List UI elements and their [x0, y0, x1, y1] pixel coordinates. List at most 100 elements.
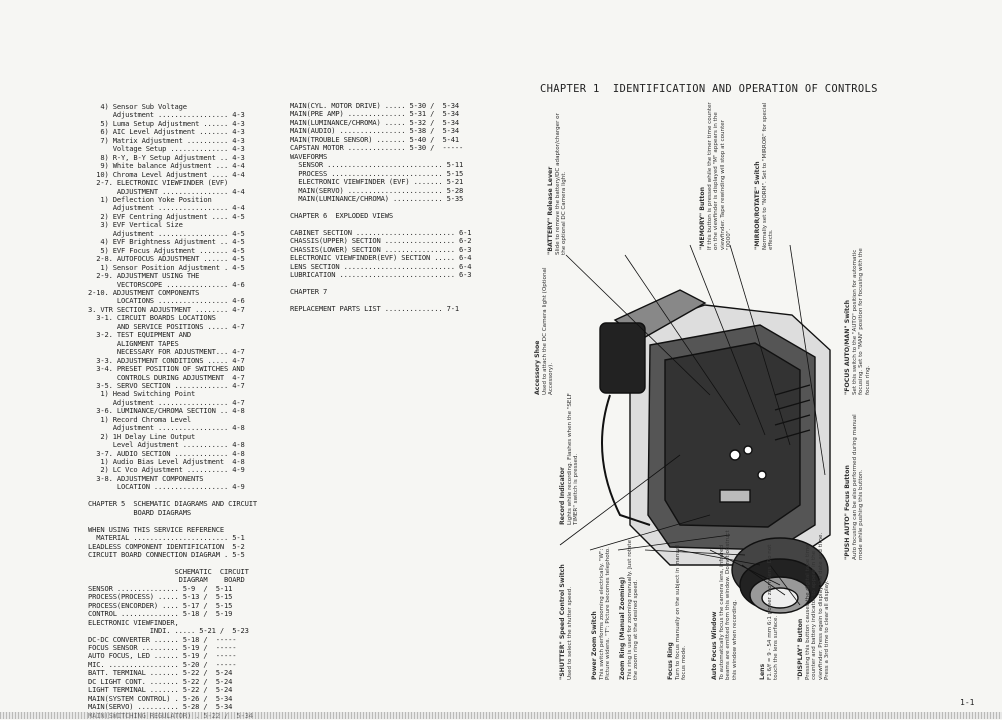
toc-line: 2) EVF Centring Adjustment .... 4-5: [88, 211, 245, 221]
toc-line: 1) Sensor Position Adjustment . 4-5: [88, 262, 245, 272]
toc-line: MAIN(SERVO) ....................... 5-28: [290, 185, 464, 195]
toc-line: MAIN(PRE AMP) .............. 5-31 / 5-34: [290, 109, 459, 119]
toc-line: DC LIGHT CONT. ....... 5-22 / 5-24: [88, 676, 233, 686]
toc-line: 2-8. AUTOFOCUS ADJUSTMENT ...... 4-5: [88, 254, 245, 264]
toc-line: MAIN(SYSTEM CONTROL) . 5-26 / 5-34: [88, 693, 233, 703]
toc-line: 5) EVF Focus Adjustment ....... 4-5: [88, 245, 245, 255]
callout-lens: Lens F1.6/f = 9 - 54 mm 6:1 power zoom l…: [759, 544, 780, 680]
toc-line: 3-4. PRESET POSITION OF SWITCHES AND: [88, 364, 245, 374]
toc-line: MAIN(AUDIO) ................ 5-38 / 5-34: [290, 126, 459, 136]
toc-line: PROCESS(PROCESS) ..... 5-13 / 5-15: [88, 592, 233, 602]
toc-line: AND SERVICE POSITIONS ..... 4-7: [88, 321, 245, 331]
toc-left-column: 4) Sensor Sub Voltage Adjustment .......…: [88, 102, 257, 720]
toc-line: Adjustment ................. 4-7: [88, 397, 245, 407]
toc-line: MAIN(SERVO) .......... 5-28 / 5-34: [88, 702, 233, 712]
toc-line: LEADLESS COMPONENT IDENTIFICATION 5-2: [88, 541, 245, 551]
toc-line: ELECTRONIC VIEWFINDER,: [88, 617, 179, 627]
toc-line: 6) AIC Level Adjustment ....... 4-3: [88, 127, 245, 137]
toc-line: 1) Head Switching Point: [88, 389, 196, 399]
toc-line: CHAPTER 5 SCHEMATIC DIAGRAMS AND CIRCUIT: [88, 499, 257, 509]
toc-line: Voltage Setup .............. 4-3: [88, 144, 245, 154]
toc-line: CIRCUIT BOARD CONNECTION DIAGRAM . 5-5: [88, 550, 245, 560]
toc-line: LOCATIONS ................. 4-6: [88, 296, 245, 306]
toc-line: 2) 1H Delay Line Output: [88, 431, 196, 441]
callout-display-button: "DISPLAY" Button Pressing this button ca…: [797, 532, 831, 680]
toc-line: 2-9. ADJUSTMENT USING THE: [88, 271, 200, 281]
toc-right-column: MAIN(CYL. MOTOR DRIVE) ..... 5-30 / 5-34…: [290, 101, 472, 313]
toc-line: Level Adjustment ........... 4-8: [88, 440, 245, 450]
toc-line: ADJUSTMENT ................ 4-4: [88, 186, 245, 196]
toc-line: WAVEFORMS: [290, 151, 328, 161]
toc-line: MAIN(TROUBLE SENSOR) ....... 5-40 / 5-41: [290, 134, 459, 144]
toc-line: LIGHT TERMINAL ....... 5-22 / 5-24: [88, 685, 233, 695]
toc-line: Adjustment ................. 4-5: [88, 228, 245, 238]
callout-power-zoom: Power Zoom Switch This switch performs z…: [591, 547, 612, 680]
callout-focus-auto-man: "FOCUS AUTO/MAN" Switch Set this switch …: [844, 248, 871, 395]
toc-line: FOCUS SENSOR ......... 5-19 / -----: [88, 643, 237, 652]
toc-line: PROCESS(ENCORDER) .... 5-17 / 5-15: [88, 600, 233, 610]
toc-line: SCHEMATIC CIRCUIT: [88, 566, 249, 576]
toc-line: DC-DC CONVERTER ...... 5-18 / -----: [88, 634, 237, 644]
toc-line: SENSOR ............... 5-9 / 5-11: [88, 583, 233, 593]
toc-line: Adjustment ................. 4-8: [88, 423, 245, 433]
toc-line: 3-5. SERVO SECTION ............. 4-7: [88, 380, 245, 390]
toc-line: WHEN USING THIS SERVICE REFERENCE: [88, 524, 224, 534]
callout-accessory-shoe: Accessory Shoe Used to attach the DC Cam…: [534, 267, 555, 395]
toc-line: CAPSTAN MOTOR .............. 5-30 / ----…: [290, 143, 464, 153]
toc-line: ALIGNMENT TAPES: [88, 338, 179, 348]
toc-line: MATERIAL ....................... 5-1: [88, 533, 245, 543]
toc-line: 2-10. ADJUSTMENT COMPONENTS: [88, 287, 200, 297]
toc-line: ELECTRONIC VIEWFINDER (EVF) ....... 5-21: [290, 177, 464, 187]
toc-line: AUTO FOCUS, LED ...... 5-19 / -----: [88, 651, 237, 661]
toc-line: CHASSIS(UPPER) SECTION .................…: [290, 236, 472, 246]
toc-line: BATT. TERMINAL ....... 5-22 / 5-24: [88, 668, 233, 678]
toc-line: CHAPTER 6 EXPLODED VIEWS: [290, 210, 394, 220]
toc-line: SENSOR ............................ 5-11: [290, 160, 464, 170]
camcorder-illustration: [559, 244, 831, 614]
toc-line: VECTORSCOPE ............... 4-6: [88, 279, 245, 289]
callout-record-indicator: Record Indicator Lights while recording.…: [559, 393, 580, 525]
toc-line: 1) Deflection Yoke Position: [88, 194, 212, 204]
toc-line: 3-1. CIRCUIT BOARDS LOCATIONS: [88, 313, 216, 323]
toc-line: 3) EVF Vertical Size: [88, 220, 183, 230]
toc-line: LENS SECTION ...........................…: [290, 261, 472, 271]
callout-battery-release: "BATTERY" Release Lever Slide to remove …: [547, 113, 568, 255]
toc-line: 3-2. TEST EQUIPMENT AND: [88, 330, 192, 340]
callout-shutter-speed: "SHUTTER" Speed Control Switch Used to s…: [559, 564, 573, 680]
page-number: 1-1: [960, 698, 975, 707]
toc-line: MAIN(LUMINANCE/CHROMA) ............ 5-35: [290, 193, 464, 203]
toc-line: 5) Luma Setup Adjustment ...... 4-3: [88, 118, 245, 128]
toc-line: CHAPTER 7: [290, 286, 328, 296]
toc-line: CONTROLS DURING ADJUSTMENT 4-7: [88, 372, 245, 382]
toc-line: Adjustment ................. 4-4: [88, 203, 245, 213]
toc-line: 1) Audio Bias Level Adjustment 4-8: [88, 457, 245, 467]
callout-focus-ring: Focus Ring Turn to focus manually on the…: [667, 545, 688, 680]
toc-line: MAIN(CYL. MOTOR DRIVE) ..... 5-30 / 5-34: [290, 101, 459, 110]
toc-line: 3-3. ADJUSTMENT CONDITIONS ..... 4-7: [88, 355, 245, 365]
toc-line: 4) EVF Brightness Adjustment .. 4-5: [88, 237, 245, 247]
toc-line: BOARD DIAGRAMS: [88, 507, 192, 517]
toc-line: 1) Record Chroma Level: [88, 414, 192, 424]
toc-line: CONTROL .............. 5-18 / 5-19: [88, 609, 233, 619]
toc-line: LOCATION .................. 4-9: [88, 482, 245, 492]
toc-line: CABINET SECTION ........................…: [290, 227, 472, 237]
toc-line: 9) White balance Adjustment ... 4-4: [88, 161, 245, 171]
toc-line: 3-8. ADJUSTMENT COMPONENTS: [88, 473, 204, 483]
callout-zoom-ring: Zoom Ring (Manual Zooming) This ring is …: [619, 539, 640, 680]
toc-line: 8) R-Y, B-Y Setup Adjustment .. 4-3: [88, 152, 245, 162]
chapter-title: CHAPTER 1 IDENTIFICATION AND OPERATION O…: [540, 83, 878, 95]
toc-line: DIAGRAM BOARD: [88, 575, 245, 585]
toc-line: Adjustment ................. 4-3: [88, 110, 245, 120]
callout-push-auto: "PUSH AUTO" Focus Button Auto focusing c…: [844, 414, 865, 560]
toc-line: 3-6. LUMINANCE/CHROMA SECTION .. 4-8: [88, 406, 245, 416]
toc-line: NECESSARY FOR ADJUSTMENT... 4-7: [88, 347, 245, 357]
toc-line: 4) Sensor Sub Voltage: [88, 102, 187, 111]
toc-line: MAIN(LUMINANCE/CHROMA) ..... 5-32 / 5-34: [290, 117, 459, 127]
toc-line: REPLACEMENT PARTS LIST .............. 7-…: [290, 303, 459, 313]
scan-edge: [0, 712, 1002, 719]
toc-line: 2) LC Vco Adjustment .......... 4-9: [88, 465, 245, 475]
callout-mirror-rotate: "MIRROR/ROTATE" Switch Normally set to "…: [754, 102, 775, 250]
toc-line: 3. VTR SECTION ADJUSTMENT ........ 4-7: [88, 304, 245, 314]
toc-line: 10) Chroma Level Adjustment .... 4-4: [88, 169, 245, 179]
toc-line: CHASSIS(LOWER) SECTION .................…: [290, 244, 472, 254]
